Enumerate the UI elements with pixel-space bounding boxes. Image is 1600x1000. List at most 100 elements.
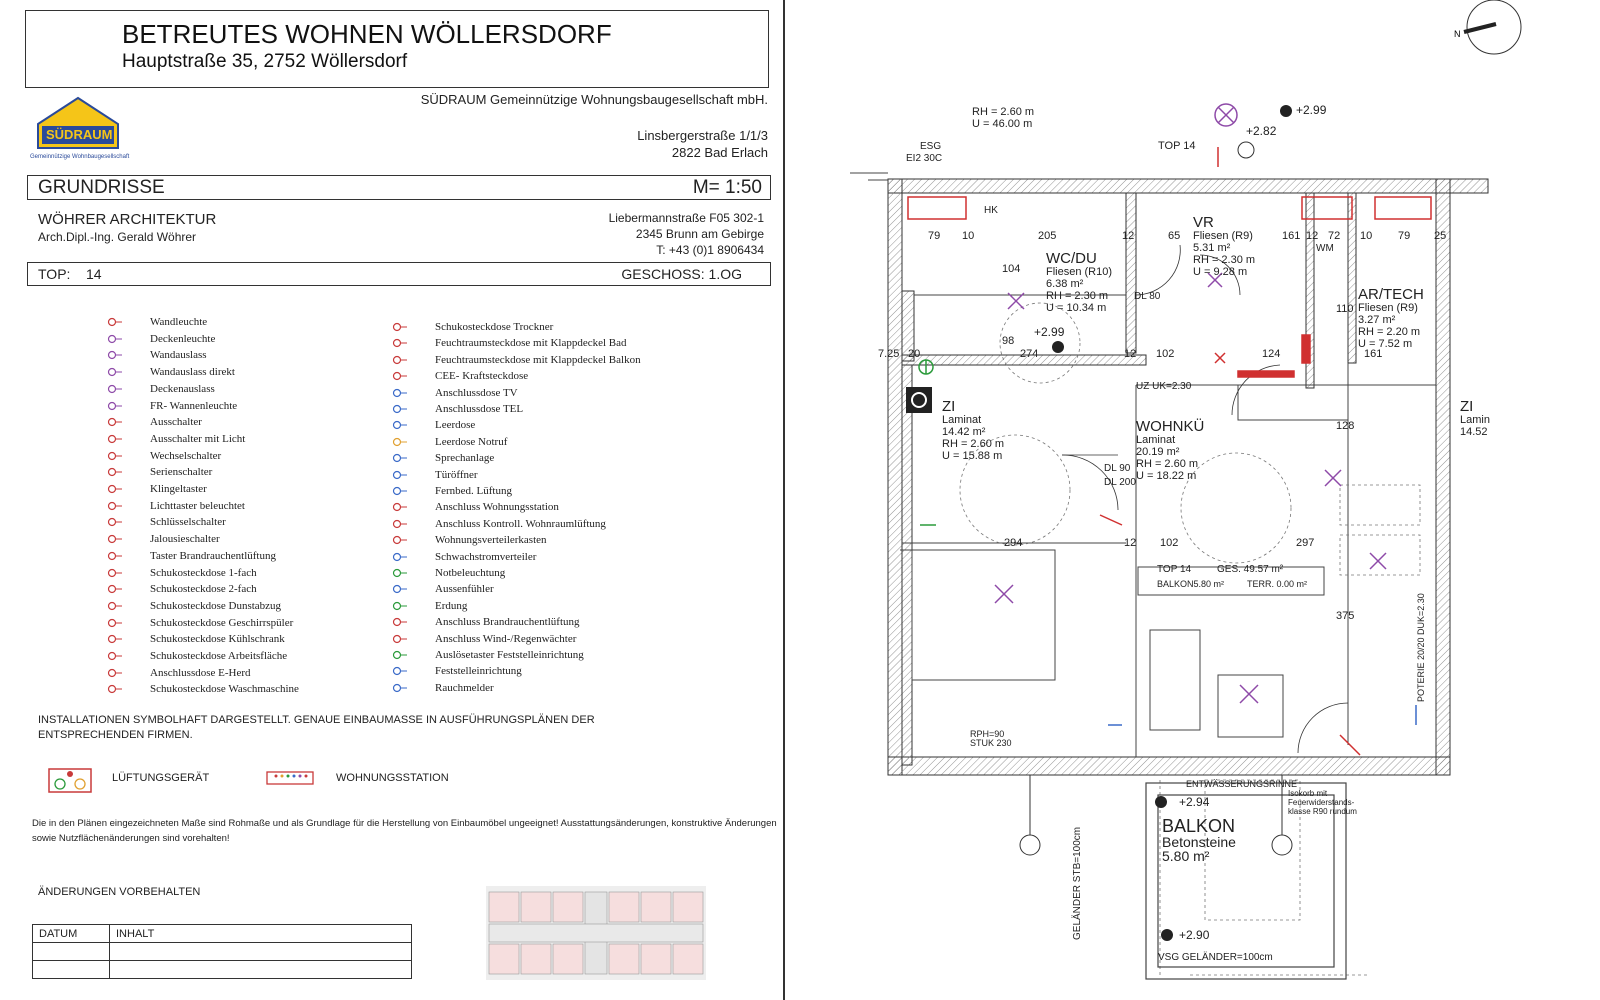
legend-item: Feuchtraumsteckdose mit Klappdeckel Bad bbox=[385, 335, 627, 351]
dimension-note: Die in den Plänen eingezeichneten Maße s… bbox=[32, 818, 777, 844]
legend-symbol-icon bbox=[100, 633, 124, 645]
dimension: 10 bbox=[962, 230, 975, 242]
legend-symbol-icon bbox=[385, 616, 409, 628]
legend-symbol-icon bbox=[100, 567, 124, 579]
plan-type: GRUNDRISSE bbox=[38, 177, 165, 198]
client-street: Linsbergerstraße 1/1/3 bbox=[637, 128, 768, 143]
legend-symbol-icon bbox=[100, 316, 124, 328]
legend-item: Klingeltaster bbox=[100, 481, 207, 497]
legend-label: Lichttaster beleuchtet bbox=[150, 499, 245, 512]
legend-label: Anschluss Brandrauchentlüftung bbox=[435, 616, 580, 629]
logo-subtext: Gemeinnützige Wohnbaugesellschaft bbox=[30, 154, 130, 160]
floor-plan-drawing bbox=[850, 103, 1489, 980]
legend-item: Schukosteckdose Geschirrspüler bbox=[100, 615, 293, 631]
dimension: 65 bbox=[1168, 230, 1181, 242]
key-plan bbox=[486, 886, 706, 985]
floor-label: GESCHOSS: 1.OG bbox=[621, 266, 742, 282]
legend-item: Leerdose bbox=[385, 417, 475, 433]
legend-label: Anschlussdose TV bbox=[435, 386, 518, 399]
legend-label: Schukosteckdose Waschmaschine bbox=[150, 683, 299, 696]
legend-symbol-icon bbox=[385, 469, 409, 481]
dimension: 25 bbox=[1434, 230, 1447, 242]
dimension: 274 bbox=[1020, 348, 1039, 360]
legend-symbol-icon bbox=[385, 337, 409, 349]
legend-label: Ausschalter mit Licht bbox=[150, 432, 246, 445]
legend-label: Leerdose bbox=[435, 419, 476, 432]
height-marker: +2.94 bbox=[1179, 795, 1210, 809]
legend-label: Schukosteckdose Trockner bbox=[435, 321, 554, 333]
lueftung-symbol-icon bbox=[48, 765, 92, 798]
legend-label: Klingeltaster bbox=[150, 483, 207, 495]
legend-label: Schukosteckdose Kühlschrank bbox=[150, 633, 285, 646]
table-row[interactable] bbox=[32, 960, 412, 979]
legend-item: Anschluss Brandrauchentlüftung bbox=[385, 614, 580, 630]
dimension: 12 bbox=[1122, 230, 1135, 242]
legend-label: Schwachstromverteiler bbox=[435, 550, 537, 563]
dimension: 297 bbox=[1296, 537, 1315, 549]
legend-symbol-icon bbox=[385, 387, 409, 399]
legend-symbol-icon bbox=[100, 450, 124, 462]
legend-label: Feuchtraumsteckdose mit Klappdeckel Bad bbox=[435, 337, 627, 350]
architect-office: WÖHRER ARCHITEKTUR bbox=[38, 211, 217, 228]
legend-item: Deckenleuchte bbox=[100, 331, 215, 347]
legend-item: Feuchtraumsteckdose mit Klappdeckel Balk… bbox=[385, 352, 641, 368]
dimension: 104 bbox=[1002, 263, 1021, 275]
plan-scale: M= 1:50 bbox=[692, 177, 762, 198]
table-row[interactable] bbox=[32, 942, 412, 961]
legend-symbol-icon bbox=[385, 501, 409, 513]
changes-table: DATUM INHALT bbox=[32, 924, 412, 979]
legend-label: Anschluss Wind-/Regenwächter bbox=[435, 632, 577, 645]
legend-symbol-icon bbox=[100, 650, 124, 662]
legend-label: FR- Wannenleuchte bbox=[150, 399, 238, 412]
legend-label: Aussenfühler bbox=[435, 583, 494, 596]
north-arrow-icon: N bbox=[1446, 0, 1526, 61]
rph-label: RPH=90 bbox=[970, 729, 1005, 739]
sheet-divider bbox=[783, 0, 785, 1000]
legend-symbol-icon bbox=[100, 600, 124, 612]
legend-label: Wandauslass direkt bbox=[150, 366, 235, 379]
legend-item: Erdung bbox=[385, 598, 467, 614]
legend-item: Wandleuchte bbox=[100, 314, 207, 330]
legend-label: Schukosteckdose 1-fach bbox=[150, 566, 257, 579]
wohnungsstation-label: WOHNUNGSSTATION bbox=[336, 772, 449, 784]
rh-top: RH = 2.60 m bbox=[972, 106, 1035, 118]
legend-symbol-icon bbox=[100, 533, 124, 545]
legend-label: Auslösetaster Feststelleinrichtung bbox=[435, 649, 584, 661]
legend-label: Deckenauslass bbox=[150, 382, 215, 395]
logo-text: SÜDRAUM bbox=[46, 127, 113, 142]
legend-label: Deckenleuchte bbox=[150, 332, 216, 345]
legend-label: Türöffner bbox=[435, 468, 478, 481]
legend-label: Notbeleuchtung bbox=[435, 567, 506, 579]
legend-item: Wohnungsverteilerkasten bbox=[385, 532, 547, 548]
dimension: 375 bbox=[1336, 610, 1355, 622]
legend-symbol-icon bbox=[100, 683, 124, 695]
legend-label: Schukosteckdose Dunstabzug bbox=[150, 599, 282, 612]
legend-symbol-icon bbox=[385, 419, 409, 431]
legend-label: Wandleuchte bbox=[150, 316, 208, 328]
legend-item: Rauchmelder bbox=[385, 680, 494, 696]
legend-symbol-icon bbox=[385, 600, 409, 612]
legend-symbol-icon bbox=[100, 583, 124, 595]
dl90-label: DL 90 bbox=[1104, 463, 1131, 474]
legend-label: Jalousieschalter bbox=[150, 533, 220, 546]
logo-house-icon bbox=[37, 96, 119, 149]
legend-label: Wandauslass bbox=[150, 349, 207, 362]
dimension: 294 bbox=[1004, 537, 1023, 549]
legend-item: Schukosteckdose Dunstabzug bbox=[100, 598, 281, 614]
legend-item: Anschlussdose TEL bbox=[385, 401, 523, 417]
u-top: U = 46.00 m bbox=[972, 118, 1033, 130]
height-marker: +2.99 bbox=[1296, 103, 1327, 117]
drainage-label: ENTWÄSSERUNGSRINNE bbox=[1186, 779, 1298, 789]
legend-item: Anschluss Wohnungsstation bbox=[385, 499, 559, 515]
legend-item: Sprechanlage bbox=[385, 450, 494, 466]
legend-symbol-icon bbox=[100, 466, 124, 478]
legend-label: Feuchtraumsteckdose mit Klappdeckel Balk… bbox=[435, 353, 641, 366]
legend-symbol-icon bbox=[100, 400, 124, 412]
legend-item: Schukosteckdose Trockner bbox=[385, 319, 553, 335]
stuk-label: STUK 230 bbox=[970, 738, 1012, 748]
legend-symbol-icon bbox=[385, 354, 409, 366]
top-14-label: TOP 14 bbox=[1158, 140, 1196, 152]
legend-label: Leerdose Notruf bbox=[435, 435, 508, 448]
legend-label: Wohnungsverteilerkasten bbox=[435, 534, 547, 547]
legend-item: Fernbed. Lüftung bbox=[385, 483, 512, 499]
